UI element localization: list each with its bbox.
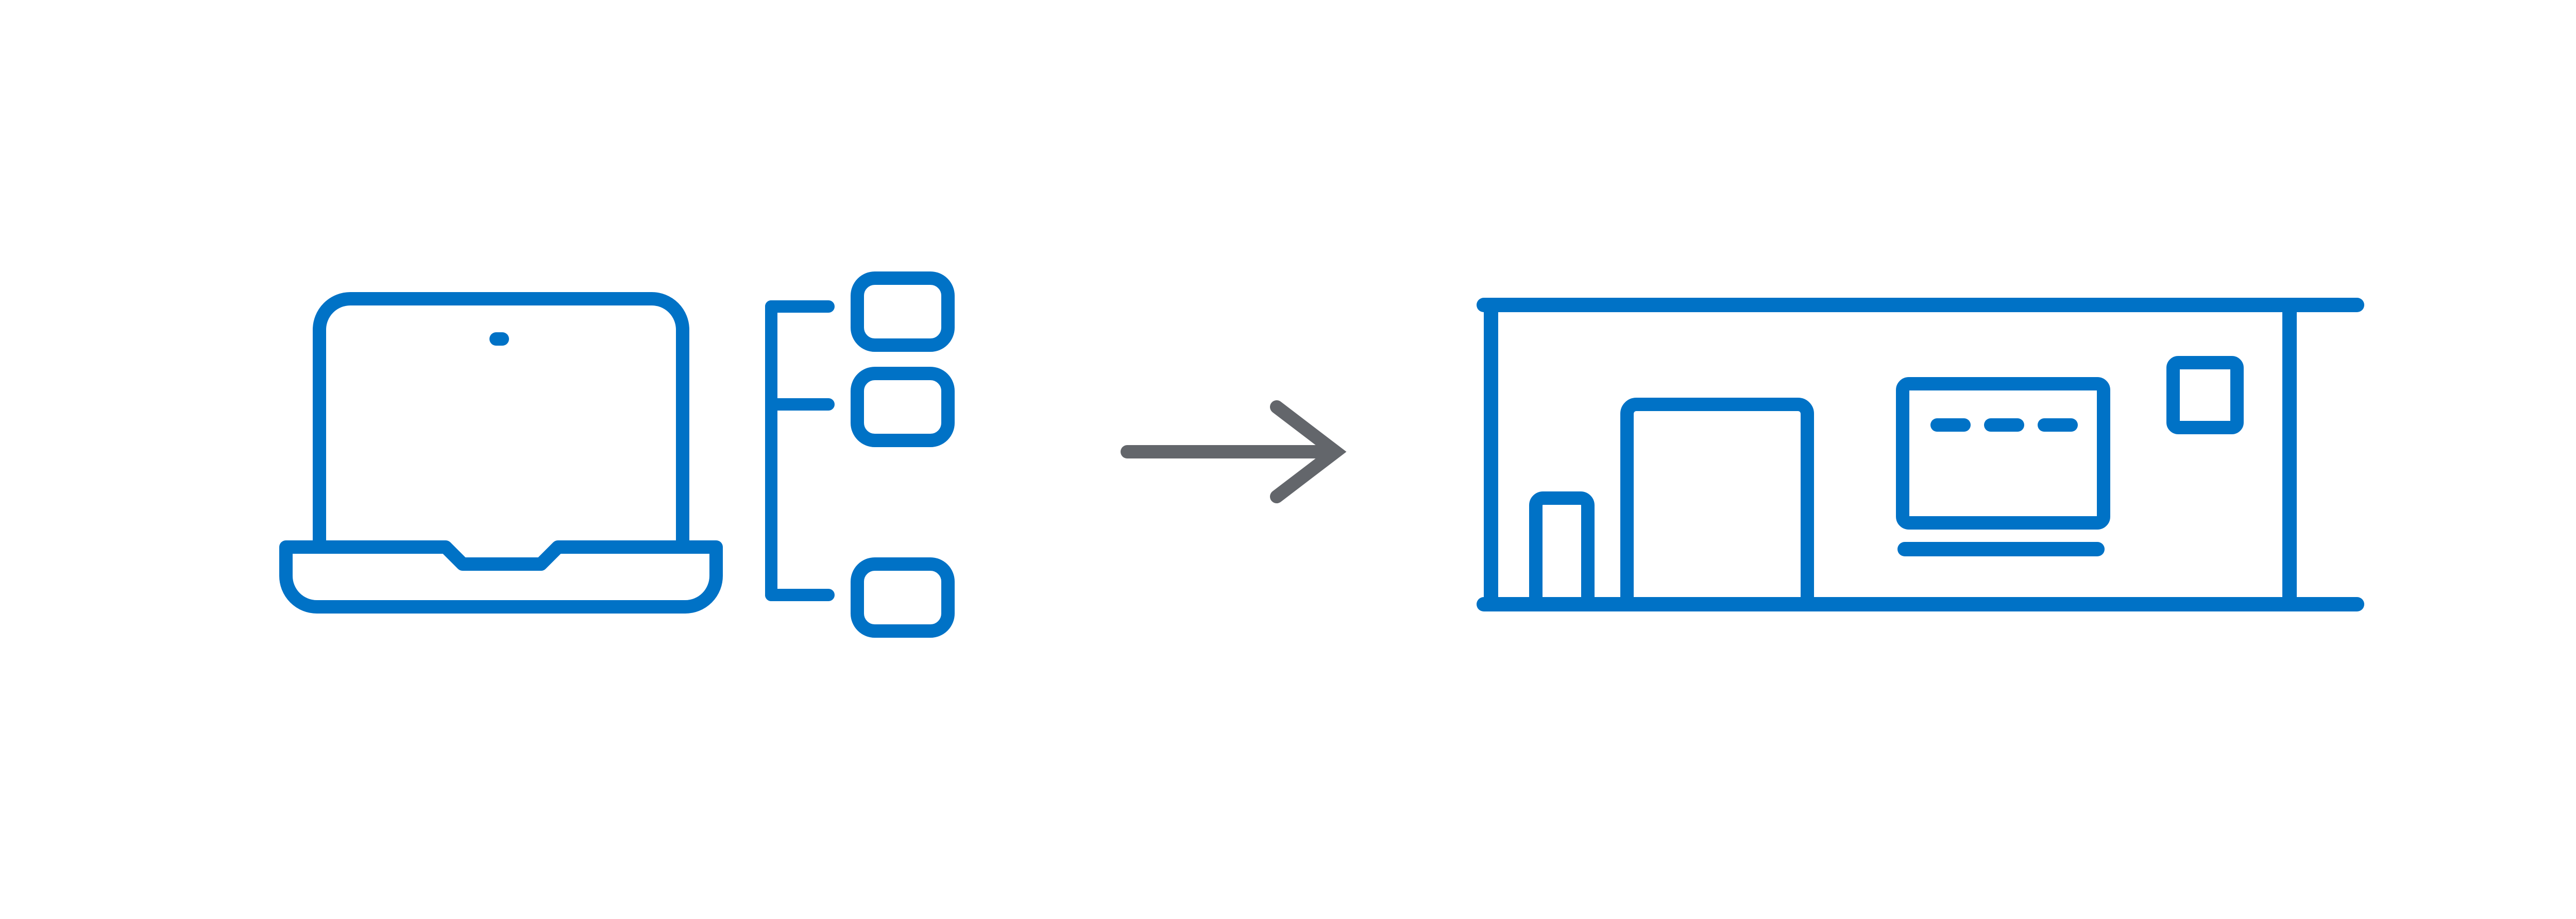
card-dash-3: [2038, 418, 2078, 432]
dashboard-content-card[interactable]: [1896, 377, 2110, 530]
laptop-webcam-dot: [489, 332, 509, 346]
tree-node-2[interactable]: [851, 367, 955, 447]
laptop-icon[interactable]: [279, 292, 723, 614]
arrow-head: [1270, 400, 1347, 503]
dashboard-bar-tall: [1620, 398, 1814, 598]
hierarchy-tree-icon[interactable]: [765, 271, 955, 638]
dashboard-side-tile[interactable]: [2166, 356, 2244, 434]
arrow-right-icon-hit[interactable]: [1118, 398, 1345, 507]
dashboard-panel-icon[interactable]: [1477, 298, 2364, 611]
card-dash-1: [1930, 418, 1971, 432]
dashboard-underline-bar: [1897, 542, 2105, 556]
card-dash-2: [1984, 418, 2024, 432]
dashboard-bar-short: [1529, 491, 1595, 598]
arrow-right-icon[interactable]: [1121, 400, 1347, 503]
laptop-screen-bezel: [313, 292, 689, 546]
dashboard-panel-icon-hit[interactable]: [1477, 298, 2365, 612]
tree-node-1[interactable]: [851, 271, 955, 352]
laptop-icon-hit[interactable]: [279, 293, 723, 614]
tree-node-3[interactable]: [851, 557, 955, 638]
hierarchy-tree-icon-hit[interactable]: [758, 272, 955, 638]
laptop-base-tray: [279, 540, 723, 614]
